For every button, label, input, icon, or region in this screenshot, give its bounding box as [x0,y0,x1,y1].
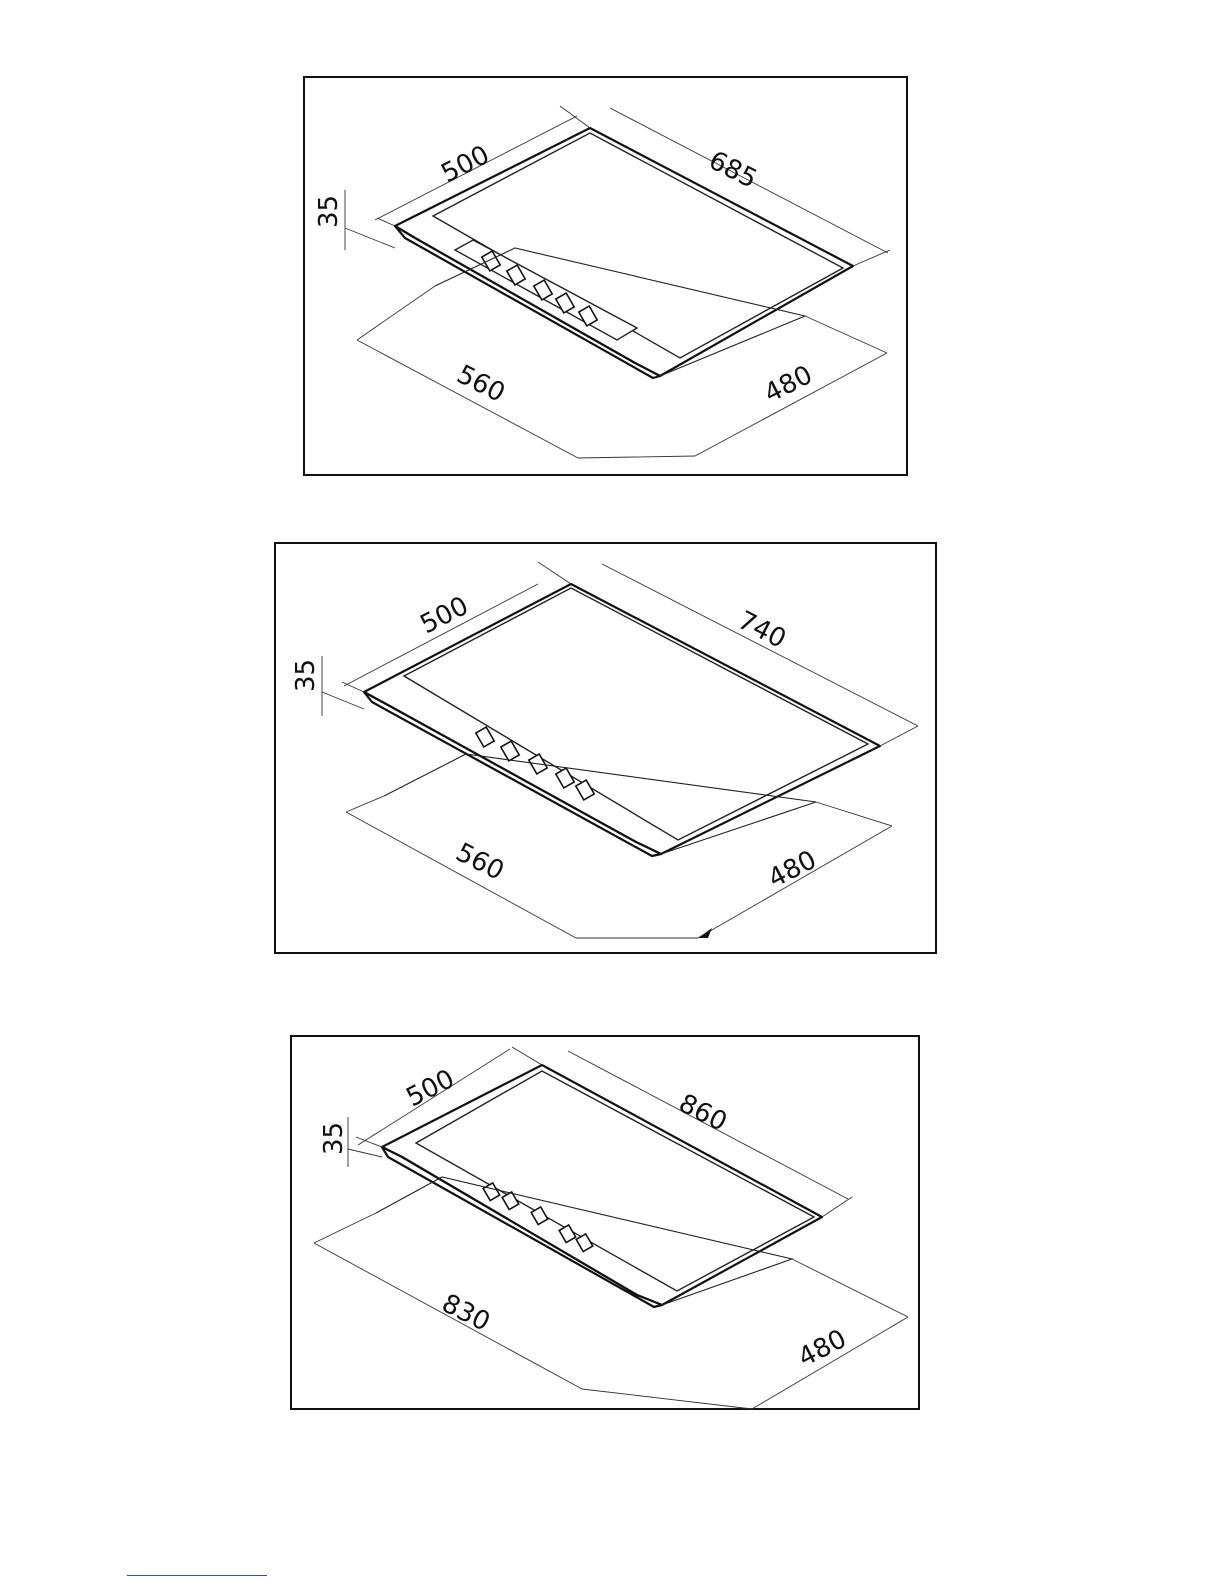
hob-frame-inner [404,588,868,840]
dim-height: 35 [319,1122,349,1155]
hob-drawing-2: 500 740 35 560 480 [276,544,939,956]
dim-length-top: 860 [674,1089,732,1138]
dim-height: 35 [291,659,321,692]
dim-width-top: 500 [402,1064,460,1113]
diagram-panel-1: 500 685 35 560 480 [303,76,908,476]
dim-length-top: 740 [733,606,791,655]
dim-cutout-width: 480 [764,845,822,894]
diagram-panel-3: 500 860 35 830 480 [290,1035,920,1410]
hob-frame-inner [433,133,843,358]
dim-cutout-length: 830 [437,1289,495,1338]
hob-drawing-1: 500 685 35 560 480 [305,78,910,478]
dim-cutout-width: 480 [794,1324,852,1373]
dim-cutout-length: 560 [452,360,510,409]
dim-cutout-length: 560 [451,838,509,887]
footnote-divider [127,1575,267,1576]
dim-height: 35 [314,195,344,228]
dim-length-top: 685 [704,146,762,195]
diagram-panel-2: 500 740 35 560 480 [274,542,937,954]
hob-drawing-3: 500 860 35 830 480 [292,1037,922,1412]
dim-cutout-width: 480 [760,360,818,409]
